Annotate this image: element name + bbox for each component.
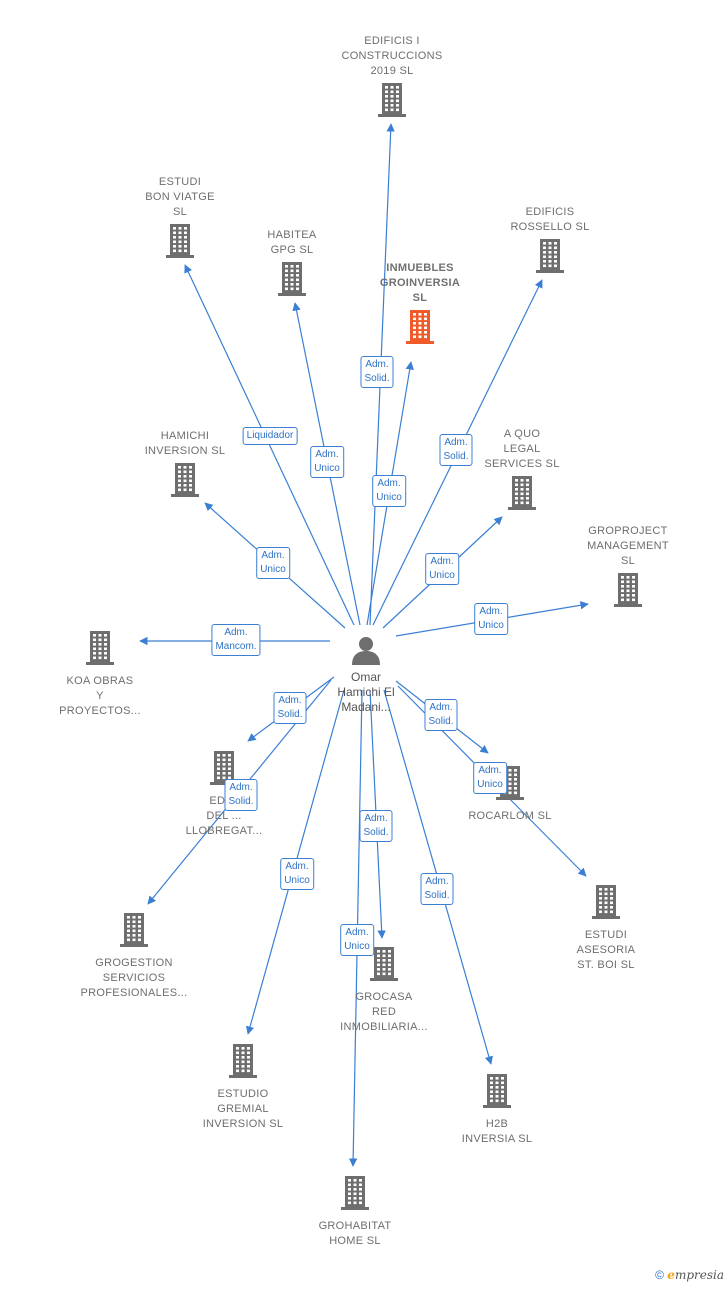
building-icon bbox=[536, 239, 564, 273]
company-name: HAMICHI INVERSION SL bbox=[144, 430, 226, 457]
person-node[interactable]: Omar Hamichi El Madani... bbox=[316, 635, 416, 715]
relation-label-hamichi-inversion[interactable]: Adm. Unico bbox=[256, 547, 290, 579]
person-icon bbox=[352, 637, 380, 665]
company-node-h2b-inversia[interactable]: H2B INVERSIA SL bbox=[422, 1073, 572, 1147]
relation-label-edificis-construccions[interactable]: Adm. Solid. bbox=[360, 356, 394, 388]
company-name: ESTUDIO GREMIAL INVERSION SL bbox=[202, 1088, 284, 1130]
edge-estudi-bon-viatge bbox=[184, 264, 355, 626]
company-node-rocarlom[interactable]: ROCARLOM SL bbox=[435, 765, 585, 824]
relation-label-h2b-inversia[interactable]: Adm. Solid. bbox=[420, 873, 454, 905]
company-node-a-quo-legal[interactable]: A QUO LEGAL SERVICES SL bbox=[447, 427, 597, 516]
company-name: ROCARLOM SL bbox=[468, 810, 552, 822]
building-icon bbox=[341, 1176, 369, 1210]
building-icon bbox=[614, 573, 642, 607]
building-icon bbox=[86, 631, 114, 665]
company-node-grocasa-red[interactable]: GROCASA RED INMOBILIARIA... bbox=[309, 946, 459, 1035]
relation-label-rocarlom[interactable]: Adm. Solid. bbox=[424, 699, 458, 731]
company-node-grogestion[interactable]: GROGESTION SERVICIOS PROFESIONALES... bbox=[59, 912, 209, 1001]
building-icon bbox=[278, 262, 306, 296]
company-name: ESTUDI BON VIATGE SL bbox=[145, 176, 215, 218]
person-name: Omar Hamichi El Madani... bbox=[337, 670, 395, 714]
company-name: INMUEBLES GROINVERSIA SL bbox=[379, 262, 461, 304]
relation-label-edificis-rossello[interactable]: Adm. Solid. bbox=[439, 434, 473, 466]
building-icon bbox=[370, 947, 398, 981]
company-name: A QUO LEGAL SERVICES SL bbox=[484, 428, 560, 470]
company-node-koa-obras[interactable]: KOA OBRAS Y PROYECTOS... bbox=[25, 630, 175, 719]
company-node-inmuebles-groinversia[interactable]: INMUEBLES GROINVERSIA SL bbox=[345, 261, 495, 350]
company-name: EDIFICIS I CONSTRUCCIONS 2019 SL bbox=[341, 35, 443, 77]
company-node-edificis-construccions[interactable]: EDIFICIS I CONSTRUCCIONS 2019 SL bbox=[317, 34, 467, 123]
relation-label-grohabitat-home[interactable]: Adm. Unico bbox=[340, 924, 374, 956]
building-icon bbox=[406, 310, 434, 344]
company-name: H2B INVERSIA SL bbox=[461, 1118, 533, 1145]
company-name: ESTUDI ASESORIA ST. BOI SL bbox=[576, 929, 636, 971]
company-name: GROHABITAT HOME SL bbox=[318, 1220, 392, 1247]
company-name: GROCASA RED INMOBILIARIA... bbox=[340, 991, 428, 1033]
company-node-hamichi-inversion[interactable]: HAMICHI INVERSION SL bbox=[110, 429, 260, 503]
copyright-icon: © bbox=[655, 1268, 664, 1282]
relation-label-a-quo-legal[interactable]: Adm. Unico bbox=[425, 553, 459, 585]
company-name: GROGESTION SERVICIOS PROFESIONALES... bbox=[80, 957, 188, 999]
relation-label-inmuebles-groinversia[interactable]: Adm. Unico bbox=[372, 475, 406, 507]
building-icon bbox=[508, 476, 536, 510]
relation-label-grogestion[interactable]: Adm. Solid. bbox=[224, 779, 258, 811]
building-icon bbox=[120, 913, 148, 947]
building-icon bbox=[229, 1044, 257, 1078]
company-node-estudio-gremial[interactable]: ESTUDIO GREMIAL INVERSION SL bbox=[168, 1043, 318, 1132]
building-icon bbox=[171, 463, 199, 497]
brand-logo[interactable]: empresia bbox=[667, 1268, 724, 1282]
company-node-edificis-rossello[interactable]: EDIFICIS ROSSELLO SL bbox=[475, 205, 625, 279]
footer: © empresia bbox=[655, 1268, 724, 1282]
company-node-estudi-bon-viatge[interactable]: ESTUDI BON VIATGE SL bbox=[105, 175, 255, 264]
relation-label-habitea-gpg[interactable]: Adm. Unico bbox=[310, 446, 344, 478]
company-name: KOA OBRAS Y PROYECTOS... bbox=[59, 675, 141, 717]
relation-label-estudi-bon-viatge[interactable]: Liquidador bbox=[242, 427, 298, 445]
relation-label-estudi-asesoria[interactable]: Adm. Unico bbox=[473, 762, 507, 794]
relation-label-koa-obras[interactable]: Adm. Mancom. bbox=[211, 624, 261, 656]
company-node-grohabitat-home[interactable]: GROHABITAT HOME SL bbox=[280, 1175, 430, 1249]
company-name: HABITEA GPG SL bbox=[267, 229, 317, 256]
building-icon bbox=[378, 83, 406, 117]
company-name: EDIFICIS ROSSELLO SL bbox=[510, 206, 590, 233]
building-icon bbox=[166, 224, 194, 258]
company-name: GROPROJECT MANAGEMENT SL bbox=[587, 525, 669, 567]
relation-label-edificis-llobregat[interactable]: Adm. Solid. bbox=[273, 692, 307, 724]
company-node-groproject[interactable]: GROPROJECT MANAGEMENT SL bbox=[553, 524, 703, 613]
building-icon bbox=[592, 885, 620, 919]
company-node-estudi-asesoria[interactable]: ESTUDI ASESORIA ST. BOI SL bbox=[531, 884, 681, 973]
relation-label-grocasa-red[interactable]: Adm. Solid. bbox=[359, 810, 393, 842]
building-icon bbox=[483, 1074, 511, 1108]
relation-label-estudio-gremial[interactable]: Adm. Unico bbox=[280, 858, 314, 890]
relation-label-groproject[interactable]: Adm. Unico bbox=[474, 603, 508, 635]
building-icon bbox=[210, 751, 238, 785]
company-node-habitea-gpg[interactable]: HABITEA GPG SL bbox=[217, 228, 367, 302]
